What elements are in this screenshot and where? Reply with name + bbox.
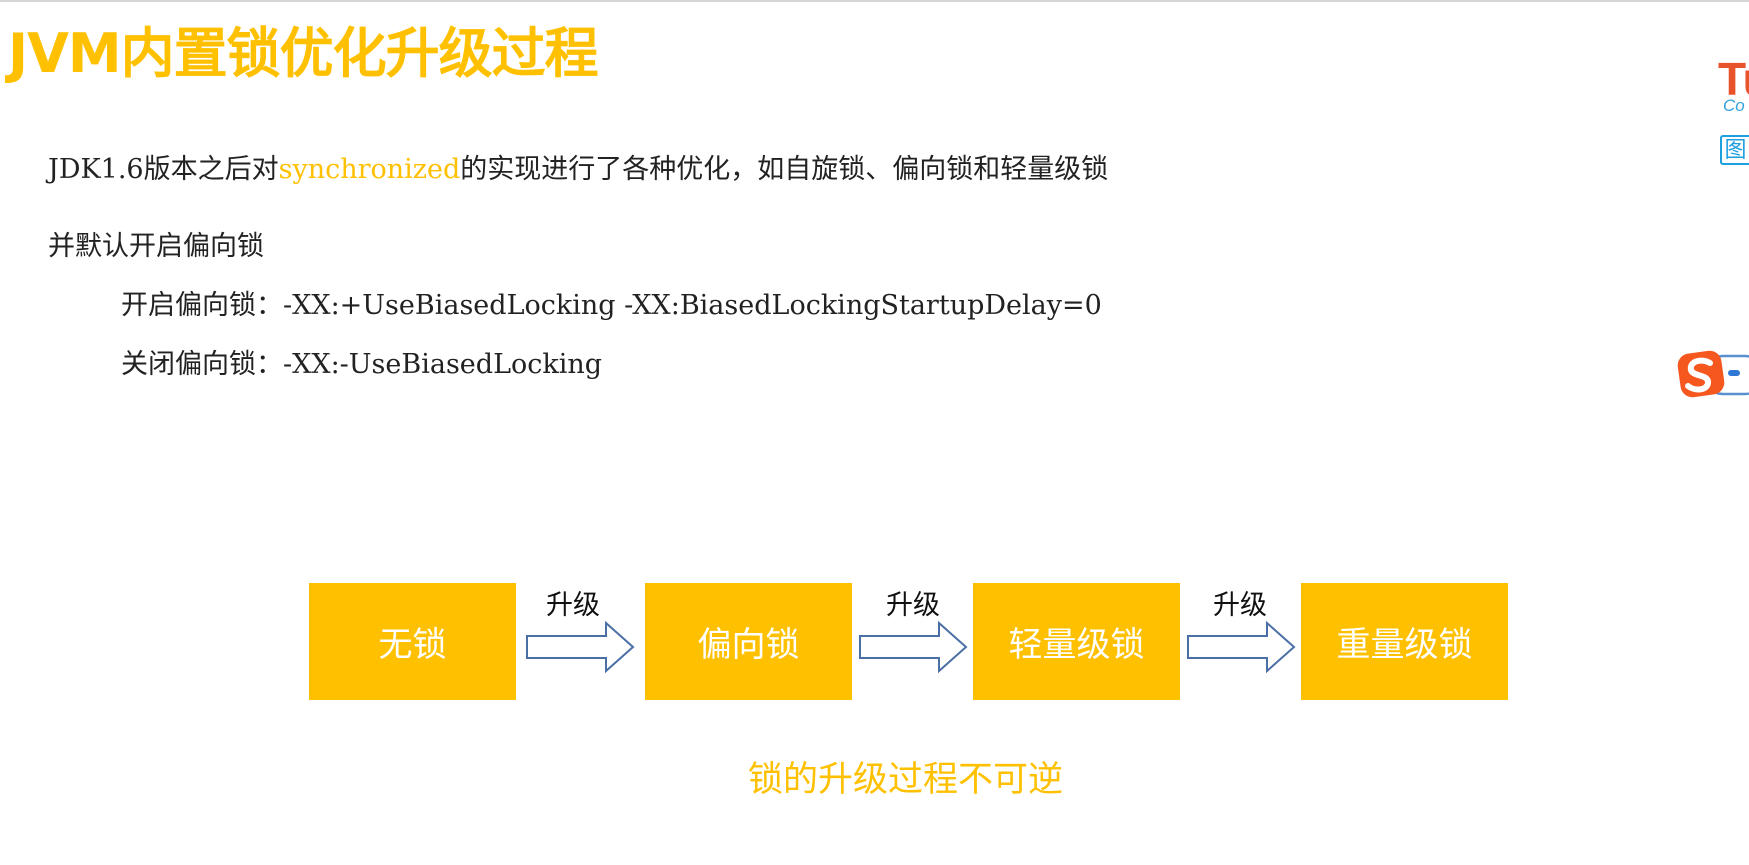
stage-no-lock: 无锁 xyxy=(309,583,516,700)
image-icon[interactable]: 图 xyxy=(1720,135,1749,165)
default-biased-line: 并默认开启偏向锁 xyxy=(48,231,264,262)
stage-heavyweight-lock: 重量级锁 xyxy=(1301,583,1508,700)
right-arrow-icon xyxy=(526,620,635,674)
intro-suffix: 的实现进行了各种优化，如自旋锁、偏向锁和轻量级锁 xyxy=(460,154,1109,185)
enable-biased-flag-line: 开启偏向锁：-XX:+UseBiasedLocking -XX:BiasedLo… xyxy=(121,290,1102,321)
intro-line: JDK1.6版本之后对synchronized的实现进行了各种优化，如自旋锁、偏… xyxy=(48,152,1108,188)
disable-biased-flag-line: 关闭偏向锁：-XX:-UseBiasedLocking xyxy=(121,349,603,380)
sogou-input-icon[interactable] xyxy=(1676,348,1749,400)
right-arrow-icon xyxy=(859,620,968,674)
irreversible-note: 锁的升级过程不可逆 xyxy=(748,760,1064,800)
brand-logo-subtext: Co xyxy=(1723,96,1745,115)
stage-lightweight-lock: 轻量级锁 xyxy=(973,583,1180,700)
synchronized-keyword: synchronized xyxy=(278,154,461,185)
upgrade-label: 升级 xyxy=(886,590,940,621)
intro-prefix: JDK1.6版本之后对 xyxy=(48,154,279,185)
slide-title: JVM内置锁优化升级过程 xyxy=(8,22,599,85)
right-arrow-icon xyxy=(1187,620,1296,674)
top-divider xyxy=(0,0,1749,2)
brand-logo-text: Tu xyxy=(1718,53,1749,105)
upgrade-label: 升级 xyxy=(546,590,600,621)
upgrade-label: 升级 xyxy=(1213,590,1267,621)
stage-biased-lock: 偏向锁 xyxy=(645,583,852,700)
